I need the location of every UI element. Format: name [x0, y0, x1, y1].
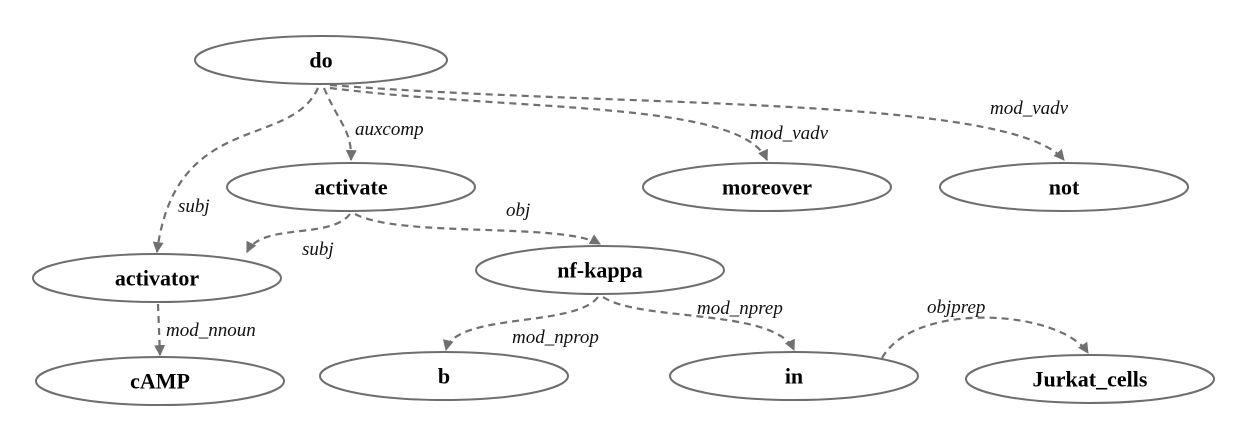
- edge-label: objprep: [927, 297, 985, 318]
- edge-do-moreover: [329, 86, 769, 162]
- svg-text:do: do: [309, 48, 332, 73]
- edge-label: subj: [178, 196, 210, 217]
- svg-text:cAMP: cAMP: [130, 369, 190, 394]
- edge-label: auxcomp: [355, 119, 424, 140]
- svg-text:in: in: [785, 364, 803, 389]
- edge-activate-activator: [246, 213, 351, 253]
- edge-label: mod_nprop: [512, 327, 599, 348]
- svg-text:activate: activate: [314, 175, 388, 200]
- edge-activator-camp: [154, 303, 166, 357]
- edge-label: subj: [302, 239, 334, 260]
- node-activate: activate: [226, 162, 476, 212]
- node-activator: activator: [32, 253, 282, 303]
- edge-nf-kappa-b: [442, 296, 599, 352]
- node-camp: cAMP: [35, 356, 285, 406]
- edge-do-not: [329, 83, 1065, 161]
- node-not: not: [939, 162, 1189, 212]
- edge-do-activator: [152, 87, 320, 254]
- node-moreover: moreover: [642, 162, 892, 212]
- edge-label: mod_nnoun: [166, 320, 256, 341]
- edge-label: mod_vadv: [990, 98, 1069, 119]
- edge-activate-nf-kappa: [354, 213, 601, 245]
- svg-text:activator: activator: [115, 266, 200, 291]
- svg-text:not: not: [1049, 175, 1080, 200]
- edge-in-jurkat-cells: [881, 316, 1089, 359]
- node-in: in: [669, 351, 919, 401]
- edge-label: mod_nprep: [697, 298, 783, 319]
- svg-text:Jurkat_cells: Jurkat_cells: [1033, 367, 1148, 392]
- edge-nf-kappa-in: [602, 296, 796, 352]
- svg-text:nf-kappa: nf-kappa: [557, 258, 643, 283]
- edge-do-activate: [322, 87, 357, 162]
- node-do: do: [194, 35, 448, 85]
- edge-label: obj: [506, 200, 530, 221]
- svg-text:b: b: [438, 364, 450, 389]
- node-b: b: [319, 351, 569, 401]
- edge-label: mod_vadv: [750, 123, 829, 144]
- node-jurkat-cells: Jurkat_cells: [965, 354, 1215, 404]
- node-nf-kappa: nf-kappa: [475, 245, 725, 295]
- svg-text:moreover: moreover: [722, 175, 812, 200]
